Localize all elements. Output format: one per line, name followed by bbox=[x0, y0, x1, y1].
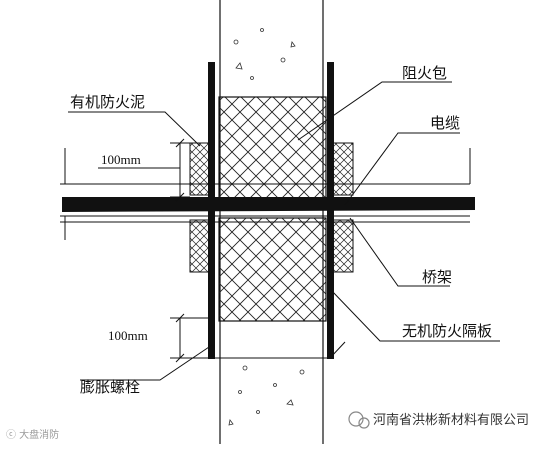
leader-fire-board bbox=[330, 289, 500, 342]
leader-tray bbox=[349, 217, 450, 287]
wechat-icon bbox=[348, 411, 364, 427]
cable bbox=[62, 197, 475, 212]
leader-bolt bbox=[80, 344, 213, 381]
label-dim-top: 100mm bbox=[101, 152, 141, 167]
leader-cable bbox=[344, 132, 460, 206]
label-dim-bottom: 100mm bbox=[108, 328, 148, 343]
dimension-bottom bbox=[170, 313, 346, 363]
label-cable: 电缆 bbox=[430, 114, 460, 132]
fire-bag-lower bbox=[218, 217, 327, 322]
cable-tray bbox=[60, 148, 471, 240]
organic-putty bbox=[189, 142, 354, 273]
label-bolt: 膨胀螺栓 bbox=[80, 378, 140, 396]
dimension-top bbox=[98, 138, 190, 202]
leader-fire-bag bbox=[297, 81, 452, 141]
watermark-left: ⓒ 大盘消防 bbox=[6, 428, 59, 441]
label-tray: 桥架 bbox=[422, 268, 452, 286]
watermark-right: 河南省洪彬新材料有限公司 bbox=[348, 411, 529, 429]
svg-text:河南省洪彬新材料有限公司: 河南省洪彬新材料有限公司 bbox=[373, 412, 529, 428]
label-organic-putty: 有机防火泥 bbox=[70, 93, 145, 111]
leader-lines bbox=[68, 81, 500, 381]
label-fire-board: 无机防火隔板 bbox=[402, 322, 492, 340]
label-fire-bag: 阻火包 bbox=[402, 64, 447, 82]
wall-aggregate bbox=[228, 28, 305, 426]
fire-board bbox=[208, 62, 334, 359]
leader-organic-putty bbox=[68, 111, 201, 147]
fire-bag-upper bbox=[218, 96, 327, 201]
